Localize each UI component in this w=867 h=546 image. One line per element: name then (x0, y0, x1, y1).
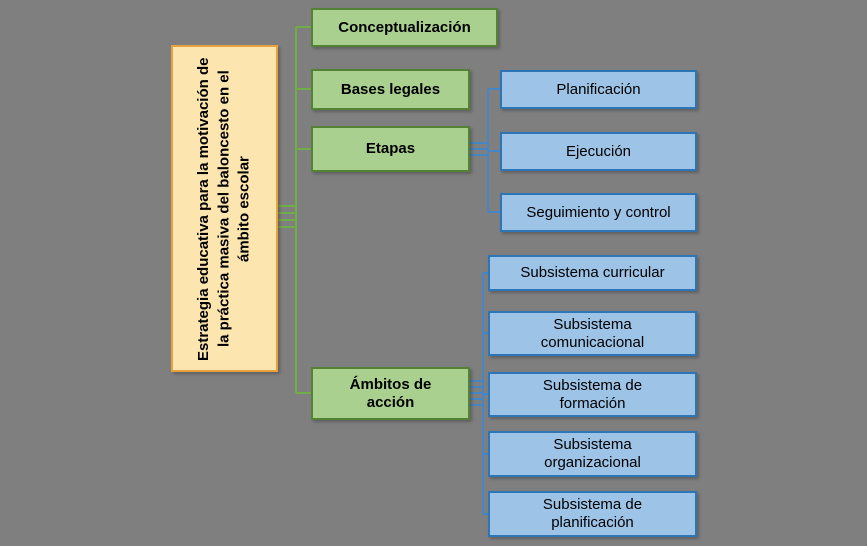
leaf-planificacion: Planificación (500, 70, 697, 109)
leaf-label: Subsistema comunicacional (540, 315, 645, 351)
leaf-label: Subsistema curricular (520, 264, 665, 281)
leaf-label: Subsistema de planificación (542, 496, 643, 531)
branch-label: Bases legales (340, 80, 441, 98)
leaf-ejecucion: Ejecución (500, 132, 697, 171)
leaf-subsistema-curricular: Subsistema curricular (488, 255, 697, 291)
branch-ambitos-de-accion: Ámbitos de acción (311, 367, 470, 420)
leaf-subsistema-de-formacion: Subsistema de formación (488, 372, 697, 417)
leaf-subsistema-de-planificacion: Subsistema de planificación (488, 491, 697, 537)
leaf-label: Subsistema de formación (542, 376, 643, 412)
branch-bases-legales: Bases legales (311, 69, 470, 110)
branch-etapas: Etapas (311, 126, 470, 172)
branch-label: Etapas (365, 140, 416, 158)
leaf-label: Subsistema organizacional (544, 436, 641, 471)
leaf-subsistema-comunicacional: Subsistema comunicacional (488, 311, 697, 356)
root-node: Estrategia educativa para la motivación … (171, 45, 278, 372)
leaf-subsistema-organizacional: Subsistema organizacional (488, 431, 697, 477)
leaf-label: Ejecución (565, 142, 632, 160)
leaf-label: Planificación (556, 80, 641, 98)
leaf-label: Seguimiento y control (526, 203, 671, 221)
root-label: Estrategia educativa para la motivación … (195, 56, 253, 361)
branch-label: Conceptualización (338, 18, 471, 36)
leaf-seguimiento-y-control: Seguimiento y control (500, 193, 697, 232)
branch-conceptualizacion: Conceptualización (311, 8, 498, 47)
branch-label: Ámbitos de acción (349, 376, 432, 411)
